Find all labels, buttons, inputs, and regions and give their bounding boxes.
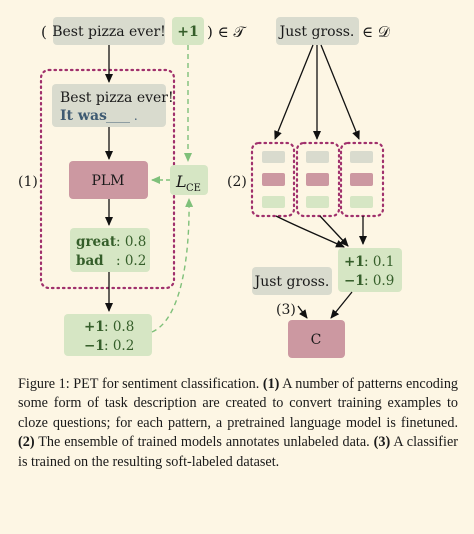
pattern-line1: Best pizza ever!	[60, 90, 174, 106]
caption-pet-name: PET	[73, 376, 99, 392]
soft-example-box	[252, 267, 332, 295]
unlabeled-example-box	[276, 17, 359, 45]
ensemble-model-3	[339, 141, 385, 218]
dashed-arrow-probs-to-loss	[151, 198, 194, 333]
plm-label: PLM	[91, 173, 124, 189]
step2-label: (2)	[227, 174, 247, 190]
classifier-box	[288, 320, 345, 358]
ensemble-model-1	[250, 141, 296, 218]
ensemble-probs-pos-value: : 0.1	[364, 254, 394, 270]
pattern-box	[52, 84, 166, 127]
classifier-label: C	[311, 332, 322, 348]
caption-step3: (3)	[373, 434, 391, 451]
arrow-probs-to-classifier	[330, 291, 353, 319]
arrow-unlabeled-to-model-3	[320, 44, 360, 140]
soft-example-text: Just gross.	[253, 274, 330, 290]
input-example-box	[53, 17, 165, 45]
arrow-model-1-to-probs	[275, 215, 345, 248]
open-paren: (	[41, 23, 47, 41]
ensemble-probs-box	[338, 248, 402, 292]
unlabeled-example-text: Just gross.	[278, 24, 355, 40]
caption-step2: (2)	[18, 434, 35, 451]
caption-text-4: A classifier is trained on the resulting…	[18, 434, 458, 470]
ensemble-probs-neg-value: : 0.9	[364, 273, 394, 289]
label-probs-pos-value: : 0.8	[104, 319, 134, 335]
pattern-line2-prefix: It was	[60, 108, 107, 124]
caption-step1: (1)	[262, 376, 280, 392]
verbalizer-great-word: great	[76, 234, 117, 250]
pattern-mask-blank: ____ .	[106, 109, 138, 123]
label-probs-pos-label: +1	[84, 319, 105, 335]
arrow-example-to-classifier	[297, 305, 308, 319]
caption-text-2: A number of patterns encoding some form …	[18, 376, 459, 431]
plm-box	[69, 161, 148, 199]
figure-caption: Figure 1: PET for sentiment classificati…	[18, 375, 458, 472]
label-probs-neg-value: : 0.2	[104, 338, 134, 354]
caption-text-3: The ensemble of trained models annotates…	[34, 434, 374, 451]
caption-figure-prefix: Figure 1:	[18, 376, 70, 392]
label-probs-box	[64, 314, 152, 356]
loss-box	[170, 165, 208, 195]
input-label-text: +1	[177, 24, 198, 40]
ensemble-model-2	[295, 141, 341, 218]
arrow-unlabeled-to-model-1	[274, 44, 314, 140]
loss-subscript: CE	[186, 183, 201, 194]
input-example-text: Best pizza ever!	[52, 24, 166, 40]
training-set-label: ) ∈ 𝒯	[207, 23, 247, 41]
input-label-box	[172, 17, 204, 45]
unlabeled-set-label: ∈ 𝒟	[362, 23, 390, 41]
label-probs-neg-label: −1	[84, 338, 105, 354]
step3-label: (3)	[276, 302, 296, 318]
verbalizer-great-value: : 0.8	[116, 234, 146, 250]
loss-symbol: L	[175, 172, 187, 191]
caption-text-1: for sentiment classification.	[98, 376, 263, 392]
ensemble-probs-neg-label: −1	[344, 273, 365, 289]
verbalizer-bad-value: : 0.2	[116, 253, 146, 269]
verbalizer-bad-word: bad	[76, 253, 104, 269]
arrow-model-2-to-probs	[319, 215, 349, 247]
ensemble-probs-pos-label: +1	[344, 254, 365, 270]
step1-label: (1)	[18, 174, 38, 190]
verbalizer-box	[70, 228, 150, 272]
